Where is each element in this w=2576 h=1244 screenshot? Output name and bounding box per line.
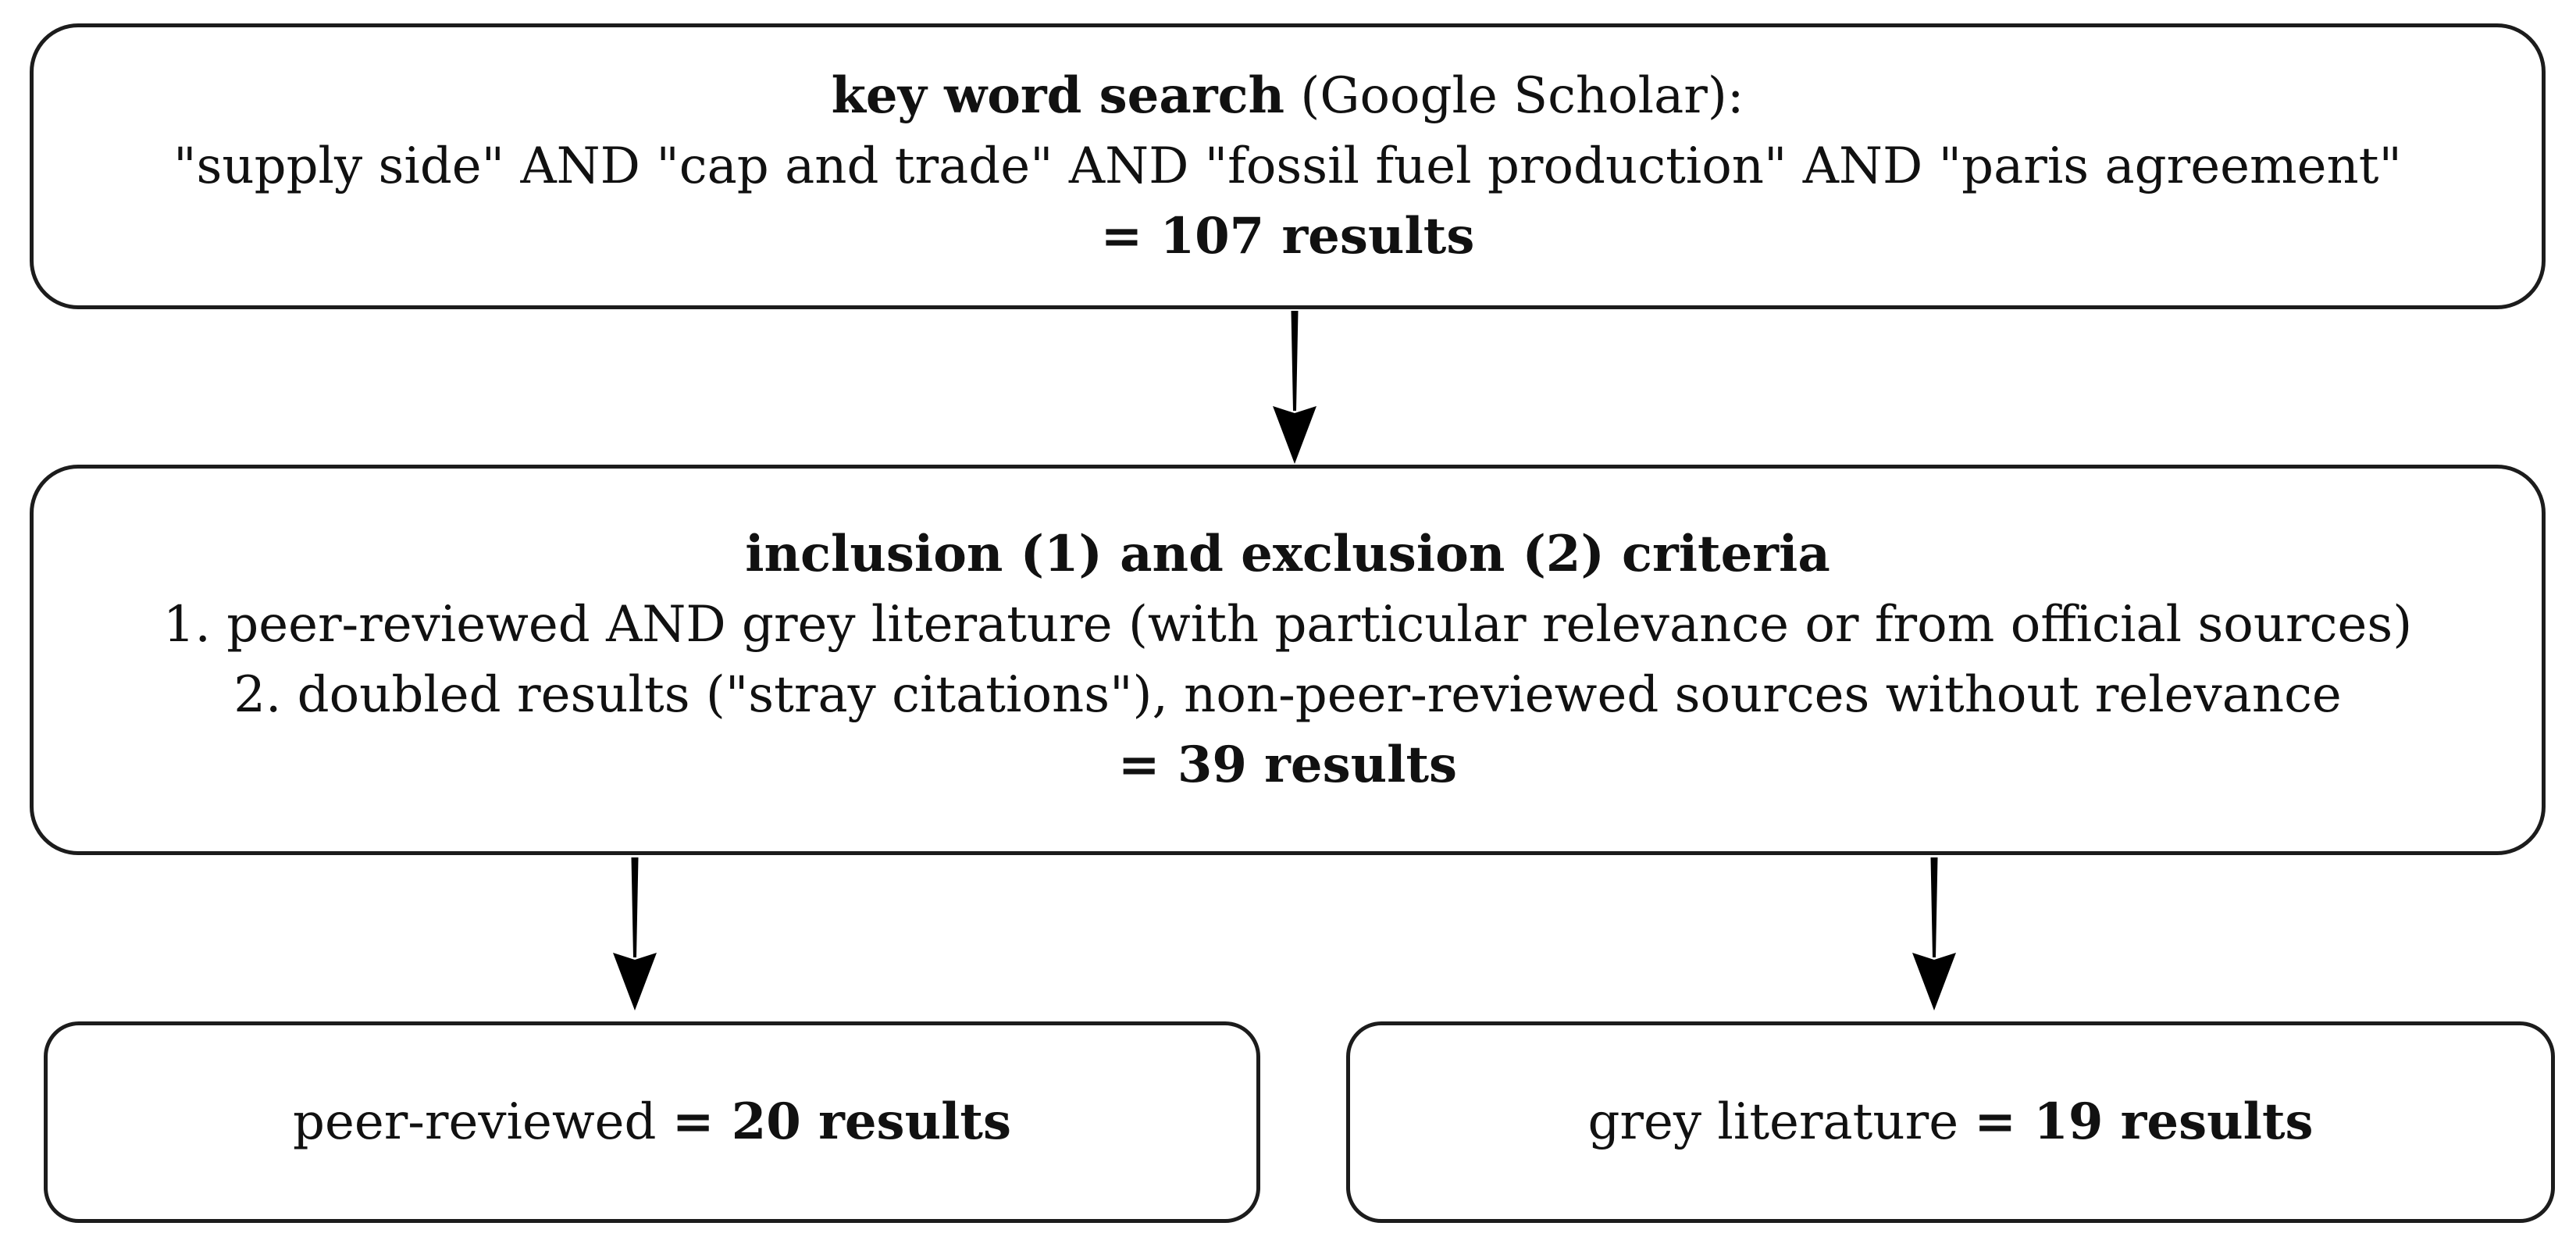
grey-literature-box: grey literature = 19 results xyxy=(1346,1021,2555,1223)
criteria-title: inclusion (1) and exclusion (2) criteria xyxy=(745,525,1830,583)
peer-reviewed-result: = 20 results xyxy=(672,1093,1012,1151)
keyword-search-title: key word search (Google Scholar): xyxy=(832,61,1744,131)
keyword-search-box: key word search (Google Scholar): "suppl… xyxy=(30,23,2546,309)
criteria-item-1: 1. peer-reviewed AND grey literature (wi… xyxy=(162,596,2413,654)
peer-reviewed-label: peer-reviewed xyxy=(292,1093,672,1151)
grey-literature-text: grey literature = 19 results xyxy=(1587,1087,2313,1157)
arrow-down-icon xyxy=(1909,857,1959,1011)
arrow-down-icon xyxy=(1270,311,1320,464)
peer-reviewed-box: peer-reviewed = 20 results xyxy=(44,1021,1260,1223)
peer-reviewed-text: peer-reviewed = 20 results xyxy=(293,1087,1011,1157)
keyword-search-result: = 107 results xyxy=(1100,207,1475,266)
criteria-box: inclusion (1) and exclusion (2) criteria… xyxy=(30,465,2546,855)
grey-literature-result: = 19 results xyxy=(1974,1093,2314,1151)
criteria-item-2: 2. doubled results ("stray citations"), … xyxy=(233,666,2342,724)
keyword-search-query: "supply side" AND "cap and trade" AND "f… xyxy=(173,137,2402,195)
keyword-search-title-rest: (Google Scholar): xyxy=(1284,67,1744,125)
arrow-down-icon xyxy=(610,857,660,1011)
criteria-result: = 39 results xyxy=(1117,736,1458,794)
grey-literature-label: grey literature xyxy=(1587,1093,1975,1151)
keyword-search-title-bold: key word search xyxy=(831,66,1285,125)
